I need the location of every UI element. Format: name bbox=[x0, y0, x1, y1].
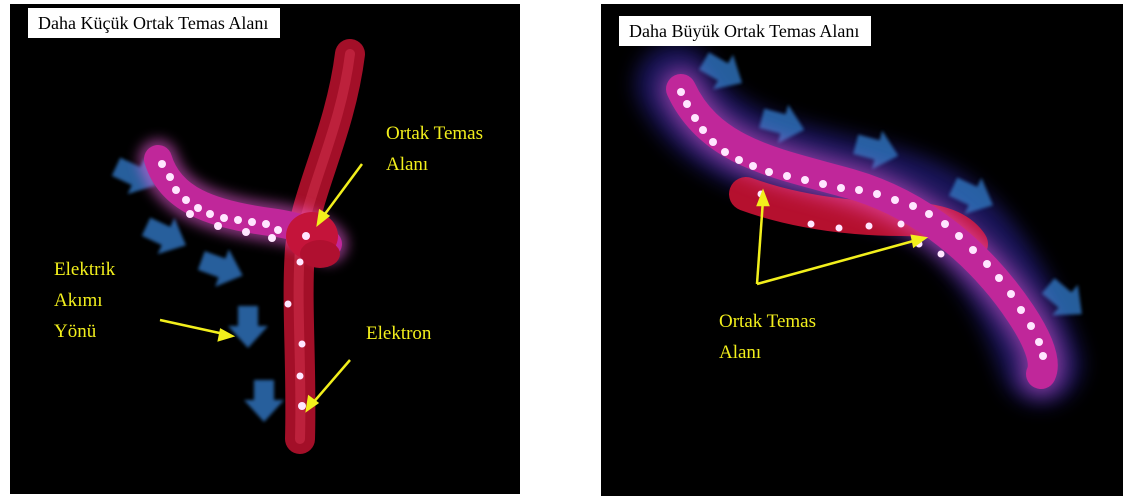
right-contact-label: Ortak Temas Alanı bbox=[713, 304, 826, 372]
current-direction-label: Elektrik Akımı Yönü bbox=[48, 252, 125, 351]
electron-label: Elektron bbox=[366, 318, 431, 349]
left-contact-label-line-2: Alanı bbox=[386, 149, 483, 180]
left-illustration bbox=[10, 4, 520, 494]
right-contact-label-line-1: Ortak Temas bbox=[719, 306, 816, 337]
electron-pointer-line bbox=[312, 360, 350, 404]
left-contact-label-line-1: Ortak Temas bbox=[386, 118, 483, 149]
current-label-line-2: Akımı bbox=[54, 285, 115, 316]
right-contact-label-line-2: Alanı bbox=[719, 337, 816, 368]
current-arrow-4 bbox=[228, 306, 268, 348]
current-pointer-head bbox=[219, 330, 232, 340]
left-panel-title: Daha Küçük Ortak Temas Alanı bbox=[28, 8, 280, 38]
left-contact-label: Ortak Temas Alanı bbox=[386, 118, 483, 180]
current-label-line-3: Yönü bbox=[54, 316, 115, 347]
right-pointer-line-2 bbox=[757, 240, 917, 284]
current-label-line-1: Elektrik bbox=[54, 254, 115, 285]
current-pointer-line bbox=[160, 320, 224, 334]
right-illustration bbox=[601, 4, 1123, 496]
smaller-contact-panel: Daha Küçük Ortak Temas Alanı Ortak Temas… bbox=[10, 4, 520, 494]
right-panel-title: Daha Büyük Ortak Temas Alanı bbox=[619, 16, 871, 46]
larger-contact-panel: Daha Büyük Ortak Temas Alanı Ortak Temas… bbox=[601, 4, 1123, 496]
current-arrow-3 bbox=[194, 242, 249, 295]
current-arrow-5 bbox=[244, 380, 284, 422]
